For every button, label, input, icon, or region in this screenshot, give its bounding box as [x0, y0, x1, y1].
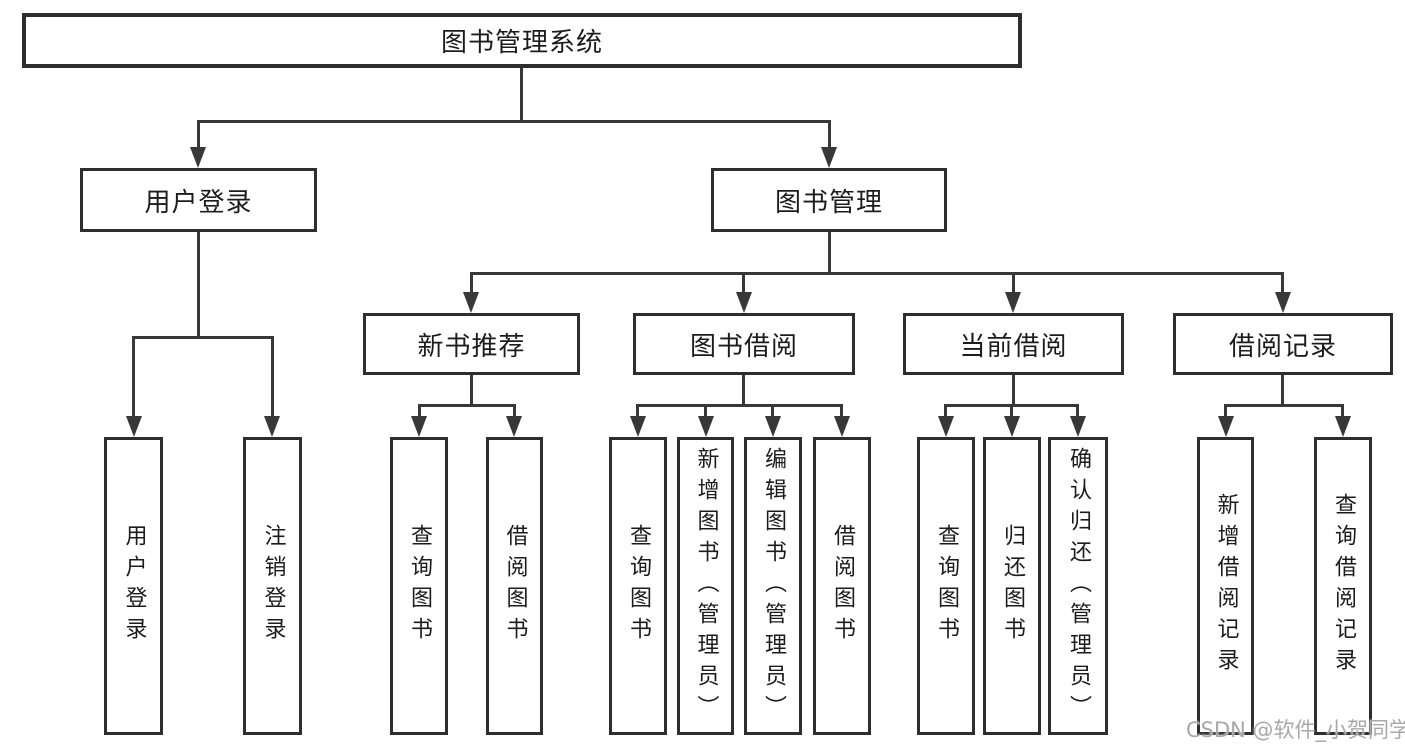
connector-l1-drop [197, 120, 200, 150]
arrow-down-icon [411, 416, 427, 437]
connector-g2-drop [418, 404, 421, 418]
node-user-login: 用户登录 [80, 168, 317, 232]
connector-l2-hbar [470, 272, 1284, 275]
leaf-label: 编辑图书（管理员） [761, 446, 786, 726]
leaf-label: 借阅图书 [502, 524, 528, 648]
node-label: 图书管理 [774, 187, 883, 218]
leaf-label: 查询图书 [934, 524, 959, 648]
connector-l2-drop [1012, 272, 1015, 293]
arrow-down-icon [821, 147, 837, 168]
leaf-label: 查询图书 [626, 524, 651, 648]
connector-bookborrow-stem [742, 375, 745, 407]
node-label: 当前借阅 [959, 331, 1068, 362]
arrow-down-icon [463, 292, 479, 313]
node-current-borrowing: 当前借阅 [903, 313, 1124, 375]
node-book-management: 图书管理 [711, 168, 947, 232]
connector-g1-drop [271, 336, 274, 418]
connector-g3-drop [636, 404, 639, 418]
connector-g5-drop [1341, 404, 1344, 418]
leaf-label: 注销登录 [260, 524, 286, 648]
leaf-label: 查询借阅记录 [1331, 493, 1356, 679]
connector-g4-drop [1076, 404, 1079, 418]
leaf-nb-borrow-books: 借阅图书 [486, 437, 543, 735]
connector-root-stem [520, 68, 523, 123]
csdn-watermark: CSDN @软件_小贺同学 [1186, 718, 1405, 742]
arrow-down-icon [1005, 292, 1021, 313]
arrow-down-icon [938, 416, 954, 437]
leaf-bb-edit-books-admin: 编辑图书（管理员） [744, 437, 802, 735]
leaf-label: 用户登录 [121, 524, 147, 648]
connector-g1-hbar [132, 336, 274, 339]
arrow-down-icon [765, 416, 781, 437]
leaf-bb-query-books: 查询图书 [609, 437, 667, 735]
connector-l1-hbar [197, 120, 831, 123]
leaf-label: 确认归还（管理员） [1066, 446, 1091, 726]
arrow-down-icon [1275, 292, 1291, 313]
arrow-down-icon [264, 416, 280, 437]
connector-newbook-stem [470, 375, 473, 407]
leaf-bb-add-books-admin: 新增图书（管理员） [677, 437, 734, 735]
connector-g2-drop [513, 404, 516, 418]
leaf-cb-query-books: 查询图书 [917, 437, 975, 735]
arrow-down-icon [834, 416, 850, 437]
connector-g3-drop [840, 404, 843, 418]
leaf-user-login: 用户登录 [104, 437, 163, 735]
leaf-br-add-record: 新增借阅记录 [1197, 437, 1254, 735]
node-label: 用户登录 [144, 187, 253, 218]
node-borrowing-records: 借阅记录 [1173, 313, 1393, 375]
connector-g2-hbar [418, 404, 516, 407]
connector-g3-drop [704, 404, 707, 418]
connector-l2-drop [1281, 272, 1284, 293]
leaf-bb-borrow-books: 借阅图书 [813, 437, 871, 735]
leaf-label: 借阅图书 [830, 524, 855, 648]
arrow-down-icon [736, 292, 752, 313]
connector-g4-drop [944, 404, 947, 418]
arrow-down-icon [126, 416, 142, 437]
connector-g5-drop [1224, 404, 1227, 418]
connector-borrowrecords-stem [1281, 375, 1284, 407]
connector-g5-hbar [1224, 404, 1344, 407]
leaf-label: 新增图书（管理员） [693, 446, 719, 726]
arrow-down-icon [1070, 416, 1086, 437]
node-new-book-recommend: 新书推荐 [363, 313, 580, 375]
node-book-borrowing: 图书借阅 [633, 313, 855, 375]
connector-g3-drop [771, 404, 774, 418]
connector-currentborrow-stem [1012, 375, 1015, 407]
connector-l2-drop [742, 272, 745, 293]
arrow-down-icon [190, 147, 206, 168]
node-label: 新书推荐 [417, 331, 526, 362]
connector-g4-drop [1010, 404, 1013, 418]
leaf-cb-return-books: 归还图书 [983, 437, 1041, 735]
leaf-nb-query-books: 查询图书 [390, 437, 448, 735]
arrow-down-icon [506, 416, 522, 437]
arrow-down-icon [1335, 416, 1351, 437]
connector-bookmgmt-stem [828, 232, 831, 275]
arrow-down-icon [1004, 416, 1020, 437]
leaf-label: 新增借阅记录 [1213, 493, 1239, 679]
node-library-management-system: 图书管理系统 [22, 13, 1022, 68]
connector-g1-drop [132, 336, 135, 418]
arrow-down-icon [698, 416, 714, 437]
connector-l1-drop [828, 120, 831, 150]
arrow-down-icon [1218, 416, 1234, 437]
connector-userlogin-stem [197, 232, 200, 339]
arrow-down-icon [630, 416, 646, 437]
node-label: 图书借阅 [689, 331, 798, 362]
connector-l2-drop [470, 272, 473, 293]
leaf-label: 查询图书 [407, 524, 432, 648]
leaf-cb-confirm-return-admin: 确认归还（管理员） [1048, 437, 1108, 735]
node-label: 图书管理系统 [440, 28, 603, 58]
leaf-br-query-record: 查询借阅记录 [1314, 437, 1372, 735]
leaf-logout: 注销登录 [243, 437, 302, 735]
node-label: 借阅记录 [1228, 331, 1337, 362]
connector-g3-hbar [636, 404, 843, 407]
leaf-label: 归还图书 [1000, 524, 1025, 648]
